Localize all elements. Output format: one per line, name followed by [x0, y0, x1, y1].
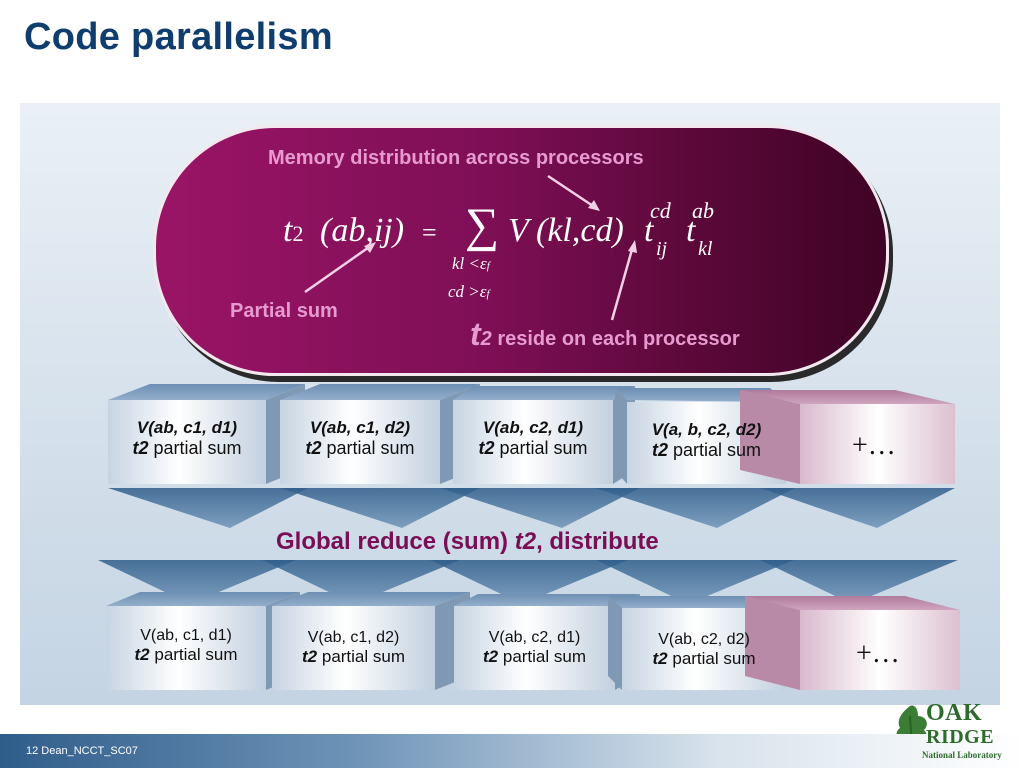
- top-box-1-label: V(ab, c1, d1) t2 partial sum: [132, 418, 242, 459]
- top-more-label: +…: [852, 430, 896, 461]
- sigma-symbol: ∑: [465, 199, 500, 252]
- equation-t-ij-sup: cd: [650, 198, 671, 223]
- logo-lab-text: National Laboratory: [922, 750, 1002, 760]
- footer-bar: [0, 734, 1024, 768]
- equation-t-ij-sub: ij: [656, 238, 668, 260]
- equation-v-args: (kl,cd): [536, 212, 624, 249]
- sum-condition-kl: kl <εf: [452, 254, 490, 273]
- equation-equals: =: [422, 218, 437, 247]
- memory-distribution-label: Memory distribution across processors: [268, 147, 644, 169]
- bottom-box-1-label: V(ab, c1, d1) t2 partial sum: [134, 627, 238, 665]
- partial-sum-label: Partial sum: [230, 300, 338, 322]
- bottom-box-2-label: V(ab, c1, d2) t2 partial sum: [302, 629, 405, 667]
- equation-t-kl-sub: kl: [698, 238, 713, 260]
- top-box-2-label: V(ab, c1, d2) t2 partial sum: [305, 418, 415, 459]
- equation-t-ij: t: [644, 212, 654, 249]
- logo-oak-text: OAK: [926, 700, 983, 726]
- t2-reside-label: t2 reside on each processor: [470, 316, 740, 352]
- equation-t-kl-sup: ab: [692, 198, 714, 223]
- bottom-box-3-label: V(ab, c2, d1) t2 partial sum: [483, 629, 586, 667]
- global-reduce-label: Global reduce (sum) t2, distribute: [276, 528, 659, 555]
- slide-title: Code parallelism: [24, 16, 333, 58]
- equation-t-kl: t: [686, 212, 696, 249]
- sum-condition-cd: cd >εf: [448, 282, 490, 301]
- footer-slide-number: 12 Dean_NCCT_SC07: [26, 745, 138, 757]
- equation-t2: t2: [283, 212, 304, 249]
- top-box-4-label: V(a, b, c2, d2) t2 partial sum: [651, 420, 762, 461]
- equation-pill: [153, 125, 889, 376]
- equation-args: (ab,ij): [320, 212, 405, 249]
- logo-ridge-text: RIDGE: [926, 726, 995, 748]
- equation-V: V: [508, 212, 529, 249]
- bottom-box-4-label: V(ab, c2, d2) t2 partial sum: [652, 631, 756, 669]
- top-box-3-label: V(ab, c2, d1) t2 partial sum: [478, 418, 588, 459]
- bottom-more-label: +…: [856, 638, 900, 669]
